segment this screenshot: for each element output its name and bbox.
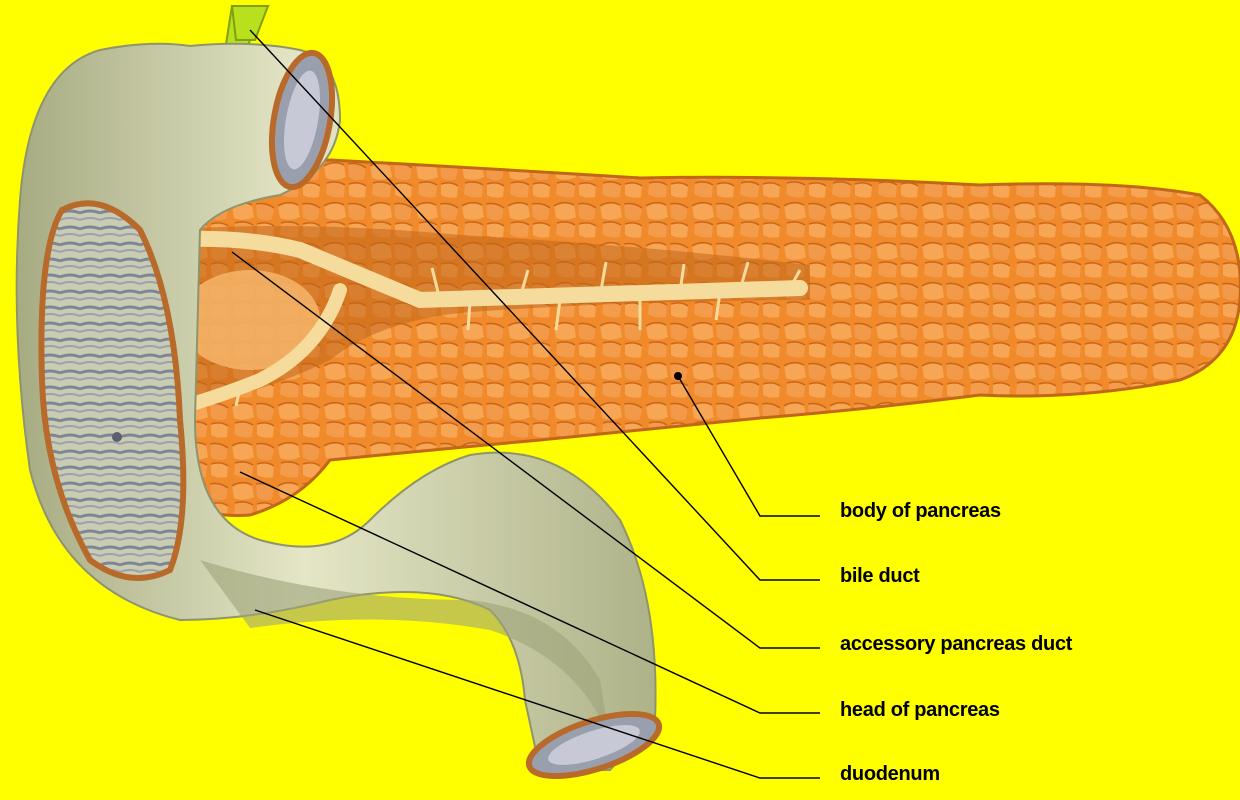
label-body-of-pancreas: body of pancreas — [840, 501, 1001, 521]
label-bile-duct: bile duct — [840, 566, 920, 586]
body-marker-dot — [674, 372, 682, 380]
label-duodenum: duodenum — [840, 764, 940, 784]
label-accessory-pancreas-duct: accessory pancreas duct — [840, 634, 1072, 654]
papilla — [112, 432, 122, 442]
bile-duct-top — [232, 6, 268, 40]
label-head-of-pancreas: head of pancreas — [840, 700, 1000, 720]
